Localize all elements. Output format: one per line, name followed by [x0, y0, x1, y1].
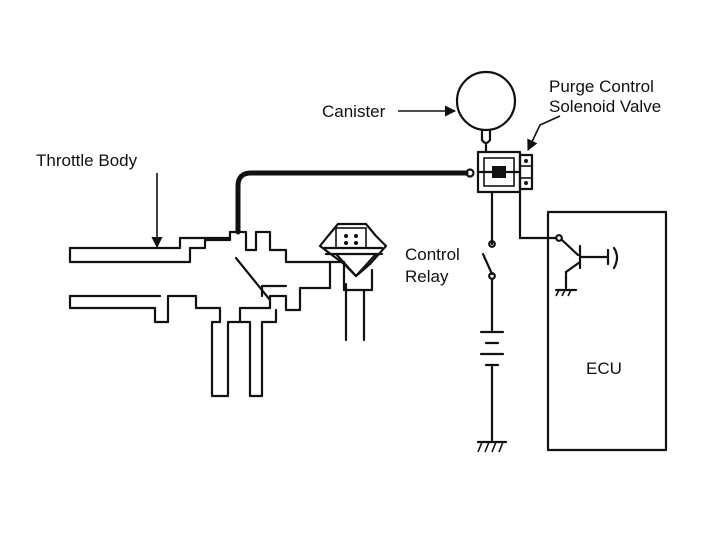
- throttle-body-label: Throttle Body: [36, 151, 138, 170]
- control-relay-switch-icon: [481, 252, 494, 276]
- canister-outlet-hose: [480, 128, 492, 145]
- purge-valve-label-line2: Solenoid Valve: [549, 97, 661, 116]
- vacuum-hose: [235, 170, 469, 235]
- purge-valve-label-line1: Purge Control: [549, 77, 654, 96]
- battery-icon: [479, 330, 505, 367]
- ecu-label: ECU: [586, 359, 622, 378]
- control-relay-label-line2: Relay: [405, 267, 449, 286]
- control-relay-label-line1: Control: [405, 245, 460, 264]
- throttle-body-icon: [68, 230, 332, 398]
- ecu-box: [546, 210, 668, 452]
- vacuum-diaphragm-valve-icon: [318, 222, 388, 342]
- purge-valve-leader-arrow: [527, 115, 561, 152]
- purge-control-solenoid-valve-icon: [465, 150, 534, 194]
- canister-label: Canister: [322, 102, 386, 121]
- ground-icon: [476, 440, 508, 453]
- ecu-transistor-icon: [554, 238, 619, 297]
- canister-icon: [455, 70, 517, 132]
